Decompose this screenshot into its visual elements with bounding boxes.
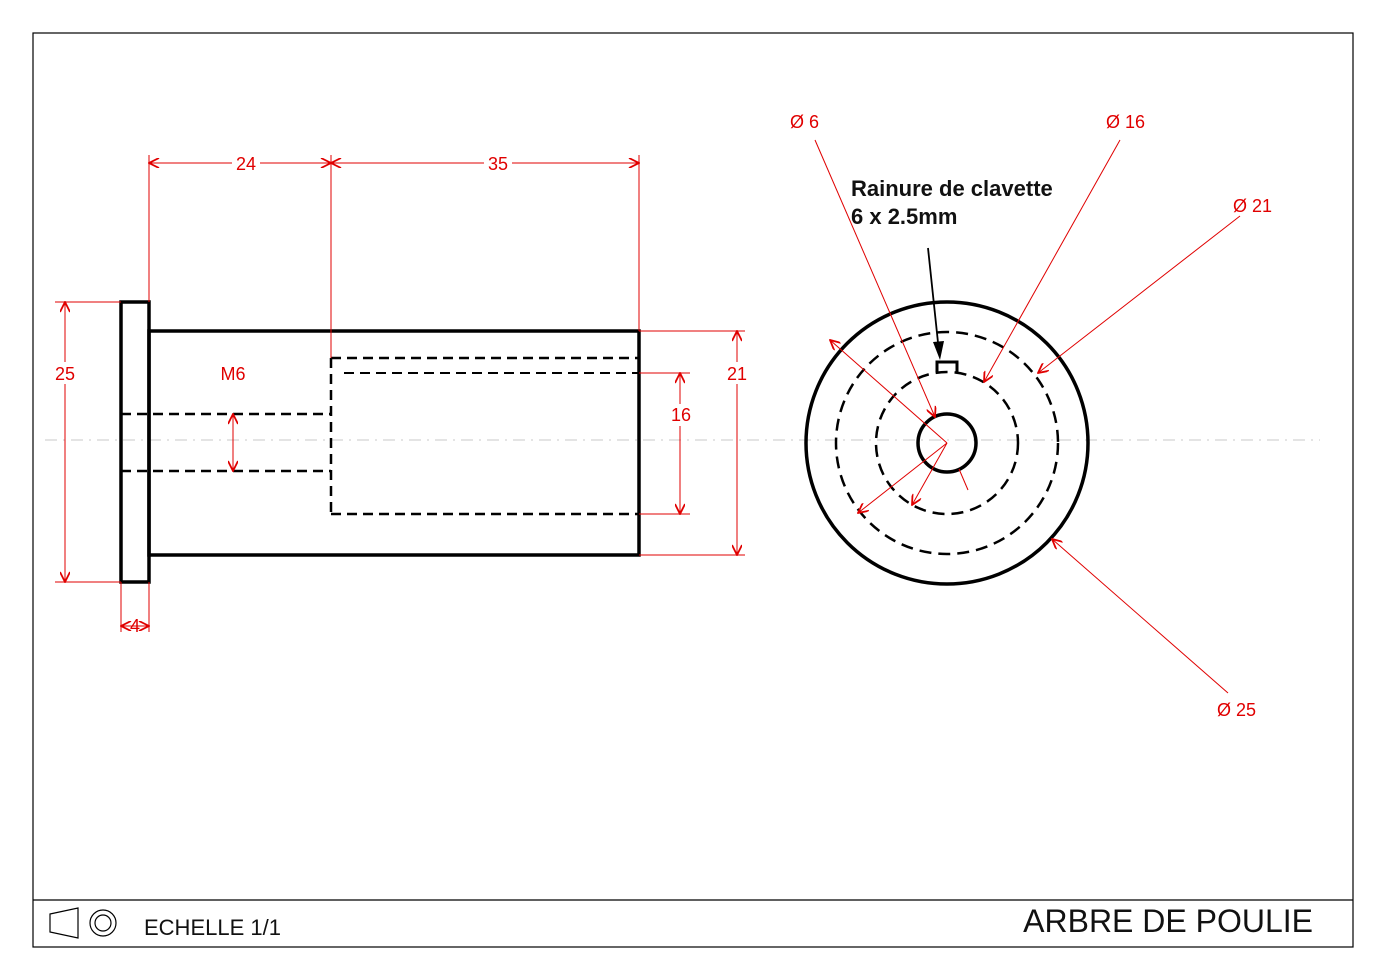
front-view-dimensions [55, 155, 745, 632]
dim-35-label: 35 [488, 154, 508, 174]
end-view-leaders [814, 139, 1241, 694]
circle-d6 [916, 412, 978, 474]
outer-circle-d25 [804, 300, 1090, 586]
end-view-labels: Ø 6 Ø 16 Ø 21 Ø 25 Rainure de clavette 6… [790, 112, 1272, 720]
projection-symbol [49, 907, 117, 939]
keyway-note-line1: Rainure de clavette [851, 176, 1053, 201]
callout-d25-label: Ø 25 [1217, 700, 1256, 720]
circle-d21 [834, 330, 1060, 556]
leader-d6 [814, 139, 935, 417]
drawing-title: ARBRE DE POULIE [1023, 903, 1313, 939]
shaft-collar [119, 300, 151, 584]
leader-d25 [1052, 539, 1229, 694]
projection-cone-icon [49, 907, 79, 939]
projection-circles-icon [89, 909, 117, 937]
leader-d21 [1038, 215, 1241, 373]
front-view [119, 300, 641, 584]
dim-25-label: 25 [55, 364, 75, 384]
leader-d16 [984, 139, 1121, 382]
callout-d6-label: Ø 6 [790, 112, 819, 132]
sheet-border [32, 32, 1354, 948]
front-view-dimension-labels: 24 35 25 M6 16 21 4 [52, 152, 750, 636]
leader-d6-tail [958, 468, 969, 491]
callout-d16-label: Ø 16 [1106, 112, 1145, 132]
keyway-note-line2: 6 x 2.5mm [851, 204, 957, 229]
keyway-callout [927, 247, 944, 360]
dim-21-label: 21 [727, 364, 747, 384]
dim-24-label: 24 [236, 154, 256, 174]
dim-m6-label: M6 [220, 364, 245, 384]
end-view [804, 300, 1090, 586]
dim-16-label: 16 [671, 405, 691, 425]
callout-d21-label: Ø 21 [1233, 196, 1272, 216]
scale-label: ECHELLE 1/1 [144, 915, 281, 940]
leader-d16-tail [912, 442, 948, 505]
keyway-slot [935, 360, 959, 372]
shaft-body [147, 329, 641, 557]
leader-d25-tail [830, 340, 948, 444]
dim-4-label: 4 [130, 616, 140, 636]
circle-d16 [874, 370, 1020, 516]
leader-d21-tail [858, 442, 948, 513]
